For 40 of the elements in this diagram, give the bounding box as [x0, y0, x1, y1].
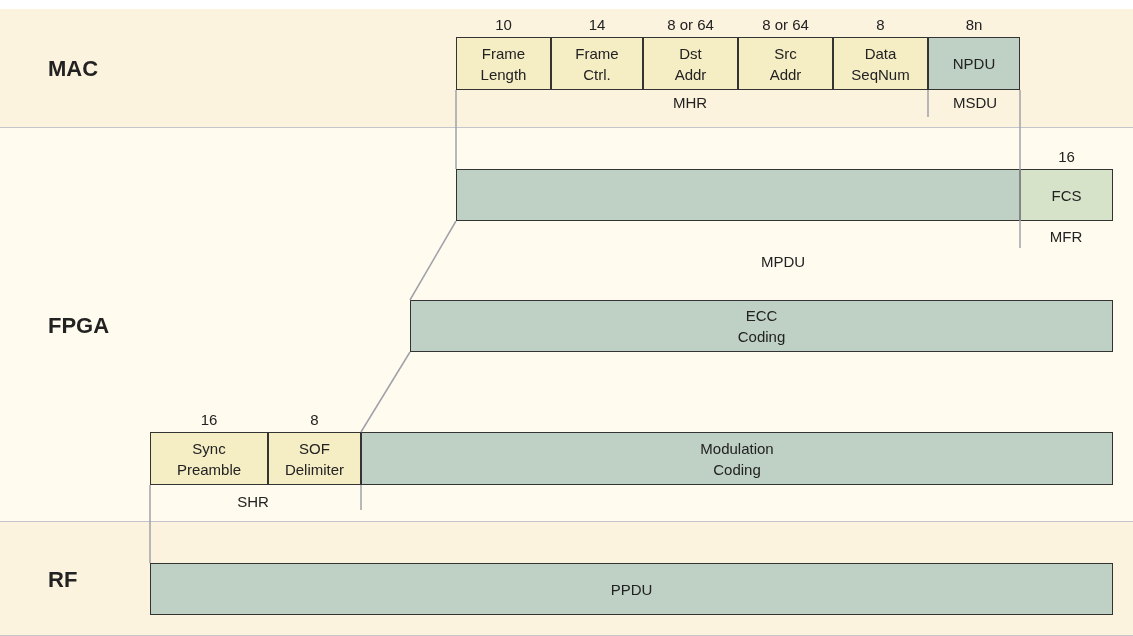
frame-bar	[410, 300, 1113, 352]
group-label: MSDU	[952, 92, 998, 113]
bit-count: 16	[200, 410, 218, 430]
field-label: Modulation Coding	[700, 438, 774, 480]
field-label: Src Addr	[769, 43, 802, 85]
field-label: ECC Coding	[737, 306, 786, 347]
field-label: Sync Preamble	[176, 438, 242, 480]
field-label: NPDU	[952, 54, 996, 74]
field-label: FCS	[1051, 185, 1082, 206]
layer-band	[0, 522, 1133, 636]
frame-bar	[150, 563, 1113, 615]
projection-line	[360, 351, 411, 433]
field-label: Frame Ctrl.	[575, 43, 619, 85]
field-label: PPDU	[610, 579, 653, 600]
group-label: MFR	[1049, 226, 1083, 247]
group-label: MHR	[672, 92, 708, 113]
bit-count: 16	[1058, 147, 1075, 167]
projection-line	[149, 484, 151, 564]
projection-line	[455, 89, 457, 170]
bit-count: 8	[876, 15, 885, 35]
layer-label: RF	[48, 565, 78, 593]
bit-count: 8n	[965, 15, 983, 35]
layer-band	[0, 9, 1133, 128]
field-label: Dst Addr	[674, 43, 707, 85]
bit-count: 10	[495, 15, 512, 35]
bit-count: 8 or 64	[667, 15, 714, 35]
bit-count: 8 or 64	[762, 15, 809, 35]
field-label: SOF Delimiter	[284, 438, 345, 480]
group-label: SHR	[237, 491, 269, 512]
bit-count: 14	[588, 15, 606, 35]
projection-line	[409, 220, 457, 301]
field-label: Frame Length	[480, 43, 527, 85]
layer-label: MAC	[48, 54, 99, 83]
frame-bar	[456, 169, 1020, 221]
layer-label: FPGA	[48, 311, 110, 339]
bit-count: 8	[310, 410, 319, 430]
layer-band	[0, 128, 1133, 522]
frame-bar	[361, 432, 1113, 485]
group-label: MPDU	[760, 251, 806, 272]
field-label: Data SeqNum	[851, 43, 910, 85]
